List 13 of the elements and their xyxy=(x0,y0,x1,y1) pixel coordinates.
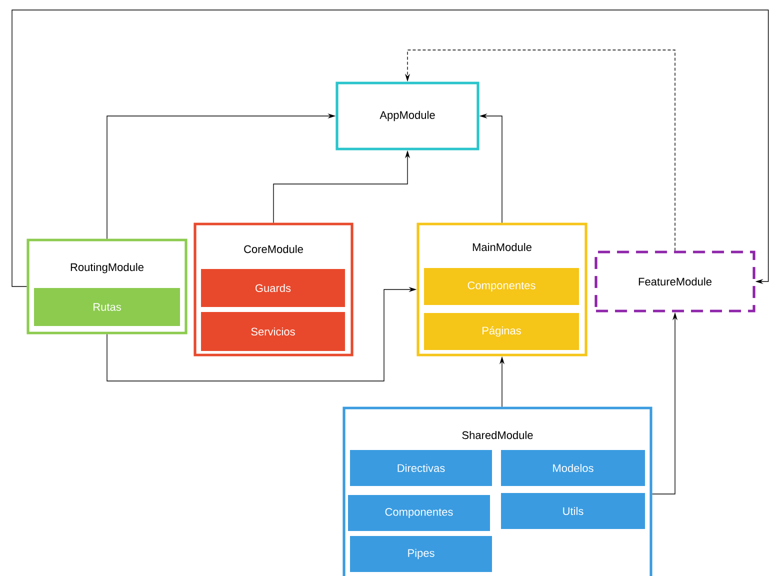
item-box: Páginas xyxy=(424,313,579,350)
item-box: Guards xyxy=(201,269,345,307)
item-box: Componentes xyxy=(424,268,579,305)
item-box: Utils xyxy=(501,493,645,529)
item-box: Directivas xyxy=(350,450,492,486)
item-box: Rutas xyxy=(34,288,180,326)
module-box: FeatureModule xyxy=(594,250,756,312)
item-box: Componentes xyxy=(348,495,490,531)
arrow xyxy=(12,10,769,287)
item-box: Modelos xyxy=(501,450,645,486)
item-box: Pipes xyxy=(350,536,492,572)
item-box: Servicios xyxy=(201,312,345,351)
module-box: AppModule xyxy=(336,82,480,150)
